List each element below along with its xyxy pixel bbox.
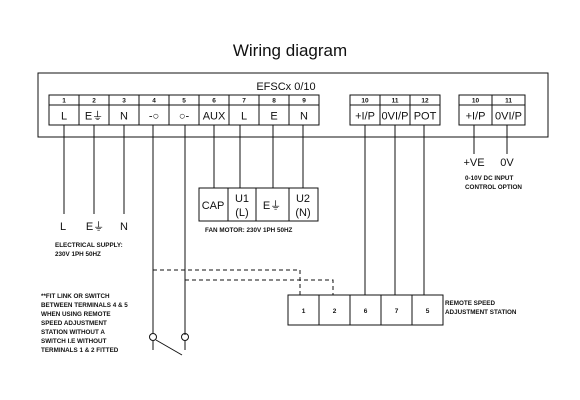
supply-wire-n: N (120, 221, 128, 233)
main-terminal-5-label: ○- (179, 111, 190, 123)
main-terminal-8-label: E (270, 111, 277, 123)
remote-station-block: 1 2 6 7 5 (287, 294, 444, 326)
page-title: Wiring diagram (233, 41, 347, 60)
supply-wire-e: E⏚ (86, 220, 104, 233)
dc-terminal-10-label: +I/P (466, 111, 486, 123)
main-terminal-9-number: 9 (302, 98, 306, 105)
dc-terminal-11-number: 11 (505, 98, 512, 105)
dc-caption-line1: 0-10V DC INPUT (465, 175, 513, 182)
pot-terminal-12-label: POT (414, 111, 437, 123)
fit-link-note-line: SWITCH I.E WITHOUT (41, 338, 107, 345)
supply-wire-l: L (60, 221, 66, 233)
controller-model: EFSCx 0/10 (256, 81, 315, 93)
pot-terminal-11-label: 0VI/P (382, 111, 409, 123)
remote-terminal-6: 6 (364, 308, 368, 315)
main-terminal-7-number: 7 (242, 98, 246, 105)
fan-terminal-u2: U2 (296, 193, 310, 205)
fit-link-note-line: **FIT LINK OR SWITCH (41, 293, 110, 300)
main-terminal-8-number: 8 (272, 98, 276, 105)
fit-link-note-line: SPEED ADJUSTMENT (41, 320, 107, 327)
supply-caption-line1: ELECTRICAL SUPPLY: (55, 242, 123, 249)
dc-caption-line2: CONTROL OPTION (465, 184, 522, 191)
main-terminal-6-number: 6 (212, 98, 216, 105)
dc-plus-label: +VE (463, 157, 484, 169)
pot-terminal-10-number: 10 (361, 98, 369, 105)
fit-link-note-line: BETWEEN TERMINALS 4 & 5 (41, 302, 128, 309)
remote-terminal-2: 2 (333, 308, 337, 315)
main-terminal-1-number: 1 (62, 98, 66, 105)
remote-caption-line1: REMOTE SPEED (445, 300, 495, 307)
remote-caption-line2: ADJUSTMENT STATION (445, 309, 517, 316)
dc-terminal-11-label: 0VI/P (495, 111, 522, 123)
pot-terminal-11-number: 11 (392, 98, 399, 105)
main-terminal-5-number: 5 (182, 98, 186, 105)
main-terminal-2-number: 2 (92, 98, 96, 105)
fan-terminal-u2-sub: (N) (295, 207, 310, 219)
dc-terminal-block: 10 +I/P 11 0VI/P (458, 94, 526, 126)
fit-link-note-line: TERMINALS 1 & 2 FITTED (41, 347, 119, 354)
fit-link-note-line: WHEN USING REMOTE (41, 311, 111, 318)
main-terminal-2-label: E⏚ (85, 110, 103, 123)
main-terminal-7-label: L (241, 111, 247, 123)
main-terminal-4-number: 4 (152, 98, 156, 105)
supply-caption-line2: 230V 1PH 50HZ (55, 251, 101, 258)
supply-wire-labels: L E⏚ N (60, 220, 128, 233)
fit-link-note: **FIT LINK OR SWITCH BETWEEN TERMINALS 4 … (41, 293, 128, 354)
fan-terminal-cap: CAP (202, 200, 225, 212)
main-terminal-1-label: L (61, 111, 67, 123)
remote-terminal-5: 5 (426, 308, 430, 315)
fan-motor-block: CAP U1 (L) E⏚ U2 (N) (198, 187, 319, 222)
main-terminal-6-label: AUX (203, 111, 226, 123)
dc-terminal-10-number: 10 (472, 98, 480, 105)
fan-terminal-earth: E⏚ (263, 199, 281, 212)
main-terminal-4-label: -○ (149, 111, 159, 123)
main-terminal-9-label: N (300, 111, 308, 123)
remote-terminal-1: 1 (302, 308, 306, 315)
wiring-lines (63, 125, 508, 356)
remote-terminal-7: 7 (395, 308, 399, 315)
fan-motor-outline (198, 187, 319, 222)
fan-motor-caption: FAN MOTOR: 230V 1PH 50HZ (205, 227, 293, 234)
main-terminal-3-label: N (120, 111, 128, 123)
controller-enclosure (37, 72, 549, 138)
fan-terminal-u1: U1 (235, 193, 249, 205)
fan-terminal-u1-sub: (L) (235, 207, 248, 219)
pot-terminal-12-number: 12 (421, 98, 429, 105)
dc-zero-label: 0V (500, 157, 514, 169)
pot-terminal-10-label: +I/P (355, 111, 375, 123)
main-terminal-3-number: 3 (122, 98, 126, 105)
fit-link-note-line: STATION WITHOUT A (41, 329, 105, 336)
